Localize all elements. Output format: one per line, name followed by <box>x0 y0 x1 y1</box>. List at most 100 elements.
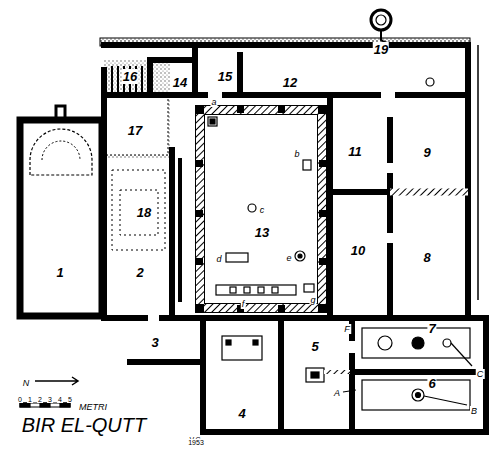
callout-letter: a <box>210 97 217 107</box>
room: 2 <box>110 150 168 315</box>
room: 8 <box>393 195 465 313</box>
room: 6 <box>355 375 485 428</box>
callout-letter: 1953 <box>187 439 205 446</box>
room-label-holder: 6 <box>427 374 436 392</box>
peristyle <box>200 110 322 308</box>
callout-letter: A <box>333 388 341 398</box>
room: 17 <box>108 96 168 158</box>
callout-letter: 0 <box>17 396 23 403</box>
label-holder: 5 <box>67 388 73 406</box>
room: 11 <box>333 98 390 190</box>
apse <box>30 129 92 175</box>
rubble-area <box>104 60 170 158</box>
room-label-holder: 12 <box>282 73 298 91</box>
room-number: 5 <box>310 339 319 354</box>
label-holder: C <box>476 363 485 381</box>
label-holder: f <box>241 293 246 311</box>
room-label-holder: 1 <box>55 263 64 281</box>
callout-letter: g <box>309 295 316 305</box>
room: 16 <box>108 66 148 94</box>
room: 13 <box>204 114 318 304</box>
room-label-holder: 3 <box>150 333 159 351</box>
room-label-holder: 5 <box>310 337 319 355</box>
room-number: 15 <box>217 69 233 84</box>
callout-letter: 5 <box>67 396 73 403</box>
room-number: 8 <box>422 250 431 265</box>
room: 15 <box>197 50 240 94</box>
label-holder: 1953 <box>187 431 205 449</box>
callout-letter: c <box>259 205 266 215</box>
room-number: 3 <box>150 335 159 350</box>
room-number: 10 <box>350 243 366 258</box>
room-label-holder: 13 <box>254 223 270 241</box>
room: 4 <box>208 320 278 428</box>
wall-remains <box>112 170 165 250</box>
label-holder: a <box>210 91 217 109</box>
label-holder: B <box>470 400 478 418</box>
room: 18 <box>110 160 168 260</box>
room: 10 <box>333 195 390 313</box>
label-holder: g <box>309 289 316 307</box>
room: 7 <box>355 320 485 372</box>
room: 12 <box>243 50 463 94</box>
callout-letter: f <box>241 299 246 309</box>
label-holder: 2 <box>37 388 43 406</box>
room-label-holder: 16 <box>122 67 138 85</box>
apse-inner <box>42 141 80 160</box>
callout-letter: e <box>285 253 292 263</box>
room-number: 2 <box>135 265 144 280</box>
label-holder: e <box>285 247 292 265</box>
room-number: 1 <box>55 265 64 280</box>
room-number: 4 <box>237 406 246 421</box>
label-holder: 4 <box>57 388 63 406</box>
pillars <box>196 106 326 312</box>
title-holder: BIR EL-QUTT <box>21 415 147 436</box>
outer-line <box>477 45 479 300</box>
plan-title: BIR EL-QUTT <box>21 414 147 436</box>
room-number: 18 <box>136 205 152 220</box>
room-number: 16 <box>122 69 138 84</box>
label-holder: 1 <box>27 388 33 406</box>
callout-letter: b <box>293 149 300 159</box>
niche <box>56 106 65 118</box>
callout-letter: F <box>343 324 351 334</box>
peristyle-outline <box>205 115 318 304</box>
room-outline <box>106 97 168 155</box>
room: 19 <box>360 4 402 56</box>
callout-letter: d <box>215 254 222 264</box>
callout-letter: 2 <box>37 396 43 403</box>
room-label-holder: 19 <box>373 40 389 58</box>
room-label-holder: 9 <box>422 143 431 161</box>
room-label-holder: 10 <box>350 241 366 259</box>
walls <box>20 45 486 432</box>
callout-letter: 1 <box>27 396 33 403</box>
hatched-wall <box>390 189 468 196</box>
label-holder: F <box>343 318 351 336</box>
callout-letter: B <box>470 406 478 416</box>
peristyle-outline <box>196 106 327 313</box>
room-label-holder: 11 <box>347 142 363 160</box>
room-number: 14 <box>172 75 188 90</box>
label-holder: c <box>259 199 266 217</box>
room-number: 7 <box>427 321 436 336</box>
label-holder: 3 <box>47 388 53 406</box>
callout-letter: METRI <box>78 402 108 412</box>
label-holder: N <box>22 372 31 390</box>
room-label-holder: 14 <box>172 73 188 91</box>
room-label-holder: 18 <box>136 203 152 221</box>
label-holder: 0 <box>17 388 23 406</box>
room-label-holder: 15 <box>217 67 233 85</box>
label-holder: d <box>215 248 222 266</box>
label-holder: METRI <box>78 396 108 414</box>
room-label-holder: 17 <box>127 121 143 139</box>
room-label-holder: 2 <box>135 263 144 281</box>
callout-letter: 4 <box>57 396 63 403</box>
room-number: 6 <box>427 376 436 391</box>
room-number: 12 <box>282 75 298 90</box>
room: 5 <box>283 320 350 428</box>
fixtures <box>20 10 472 410</box>
stripes <box>112 66 148 93</box>
room-number: 17 <box>127 123 143 138</box>
room-number: 9 <box>422 145 431 160</box>
